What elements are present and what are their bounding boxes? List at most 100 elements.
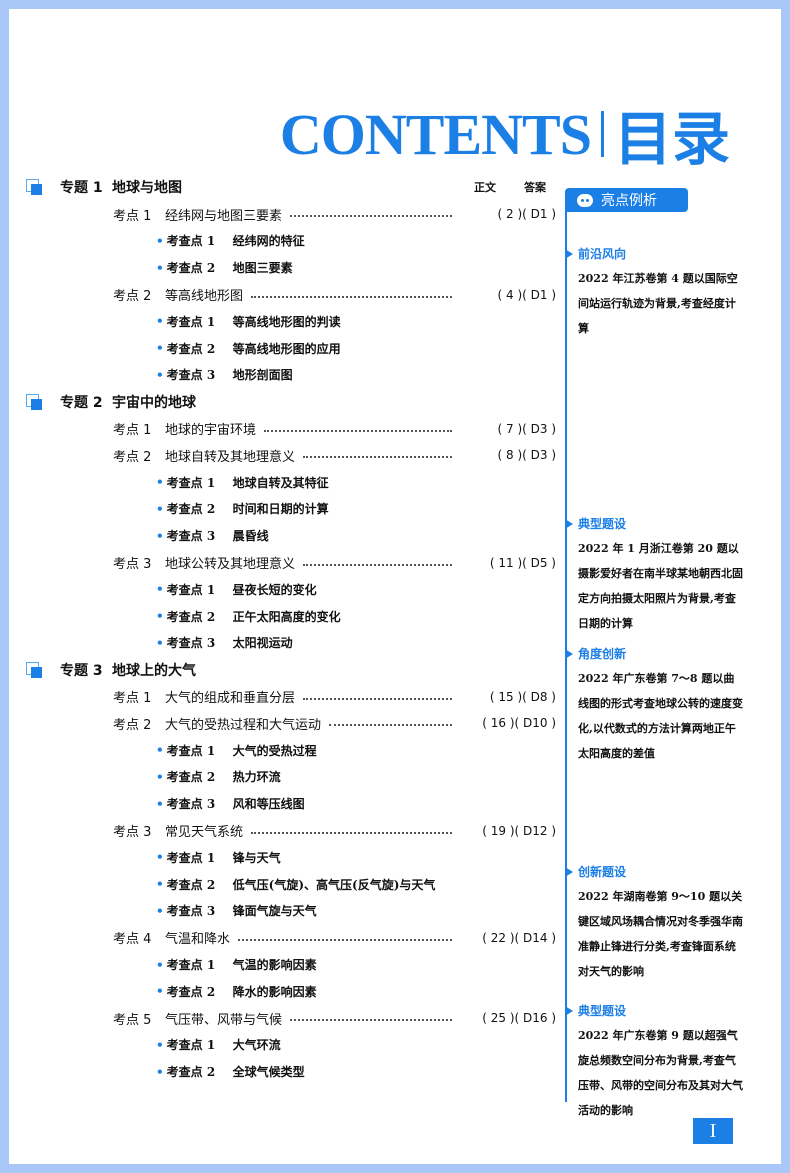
subpoint-label: 考查点 3 [166, 529, 216, 544]
subpoint-label: 考查点 1 [166, 850, 216, 865]
column-text: 正文 [474, 181, 496, 195]
column-headers: 正文 答案 [474, 179, 546, 195]
point-name: 地球公转及其地理意义 [165, 557, 296, 573]
bullet-icon: • [156, 635, 164, 650]
subpoint-label: 考查点 2 [166, 341, 216, 356]
topic-label: 专题 1 [60, 180, 103, 197]
subpoint-row: •考查点 3 锋面气旋与天气 [26, 898, 556, 925]
subpoint-row: •考查点 2 降水的影响因素 [26, 978, 556, 1005]
point-name: 气压带、风带与气候 [165, 1012, 283, 1028]
point-label: 考点 1 [113, 208, 152, 224]
subpoint-name: 昼夜长短的变化 [232, 582, 317, 597]
subpoint-label: 考查点 2 [166, 502, 216, 517]
bullet-icon: • [156, 1064, 164, 1079]
point-label: 考点 3 [113, 825, 152, 841]
subpoint-label: 考查点 2 [166, 1065, 216, 1080]
point-label: 考点 1 [113, 691, 152, 707]
topic-name: 宇宙中的地球 [112, 394, 196, 411]
bullet-icon: • [156, 501, 164, 516]
point-label: 考点 2 [113, 717, 152, 733]
dot-leader [251, 831, 452, 834]
page-ref: ( 22 )( D14 ) [482, 930, 556, 945]
bullet-icon: • [156, 1037, 164, 1052]
subpoint-name: 热力环流 [232, 770, 281, 785]
point-name: 常见天气系统 [165, 825, 244, 841]
bullet-icon: • [156, 769, 164, 784]
robot-face-icon [577, 193, 593, 207]
sidebar-header-label: 亮点例析 [601, 193, 657, 209]
topic-label: 专题 2 [60, 394, 103, 411]
bullet-icon: • [156, 314, 164, 329]
page-ref: ( 4 )( D1 ) [497, 287, 557, 302]
dot-leader [303, 697, 452, 700]
point-name: 经纬网与地图三要素 [165, 208, 283, 224]
subpoint-label: 考查点 2 [166, 877, 216, 892]
subpoint-label: 考查点 2 [166, 984, 216, 999]
subpoint-label: 考查点 1 [166, 234, 216, 249]
section-heading: 角度创新 [565, 644, 755, 664]
bullet-icon: • [156, 903, 164, 918]
column-answer: 答案 [524, 181, 546, 195]
page-title: CONTENTS 目录 [280, 92, 730, 176]
subpoint-label: 考查点 1 [166, 1038, 216, 1053]
point-name: 等高线地形图 [165, 289, 244, 305]
subpoint-name: 地球自转及其特征 [232, 475, 329, 490]
bullet-icon: • [156, 609, 164, 624]
subpoint-label: 考查点 3 [166, 636, 216, 651]
section-heading: 典型题设 [565, 514, 755, 534]
subpoint-name: 锋面气旋与天气 [232, 904, 317, 919]
dot-leader [329, 724, 452, 727]
subpoint-name: 等高线地形图的判读 [232, 314, 341, 329]
subpoint-name: 降水的影响因素 [232, 984, 317, 999]
bullet-icon: • [156, 260, 164, 275]
section-text: 2022 年湖南卷第 9～10 题以关键区域风场耦合情况对冬季强华南准静止锋进行… [578, 890, 743, 978]
point-label: 考点 2 [113, 449, 152, 465]
bullet-icon: • [156, 984, 164, 999]
point-label: 考点 2 [113, 289, 152, 305]
bullet-icon: • [156, 582, 164, 597]
page-ref: ( 2 )( D1 ) [497, 207, 557, 222]
bullet-icon: • [156, 796, 164, 811]
title-en: CONTENTS [279, 101, 592, 167]
point-name: 气温和降水 [165, 932, 231, 948]
subpoint-label: 考查点 1 [166, 743, 216, 758]
page-ref: ( 11 )( D5 ) [489, 555, 556, 570]
section-heading: 典型题设 [565, 1001, 755, 1021]
page-ref: ( 7 )( D3 ) [497, 421, 557, 436]
sidebar-header: 亮点例析 [565, 188, 688, 212]
subpoint-name: 太阳视运动 [232, 636, 293, 651]
bullet-icon: • [156, 877, 164, 892]
subpoint-name: 风和等压线图 [232, 797, 305, 812]
point-name: 大气的受热过程和大气运动 [165, 717, 322, 733]
bullet-icon: • [156, 475, 164, 490]
point-row: 考点 1 经纬网与地图三要素 ( 2 )( D1 ) [26, 201, 556, 228]
bullet-icon: • [156, 528, 164, 543]
topic-square-icon [26, 661, 42, 678]
bullet-icon: • [156, 743, 164, 758]
subpoint-label: 考查点 3 [166, 904, 216, 919]
subpoint-name: 地图三要素 [232, 261, 293, 276]
subpoint-label: 考查点 2 [166, 770, 216, 785]
subpoint-name: 地形剖面图 [232, 368, 293, 383]
